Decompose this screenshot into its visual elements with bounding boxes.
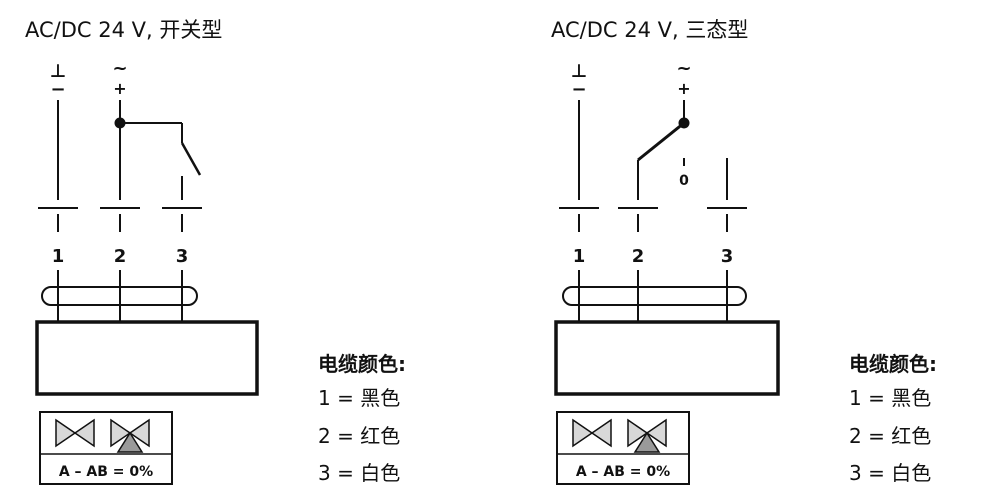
terminal-number: 3: [176, 246, 189, 267]
terminal-number: 2: [632, 246, 645, 267]
two-way-valve-icon: [572, 418, 612, 448]
switch-blade: [180, 142, 202, 176]
flow-label: A – AB = 0%: [59, 464, 153, 480]
left-diagram-title: AC/DC 24 V, 开关型: [25, 18, 223, 42]
minus-symbol: −: [50, 79, 65, 100]
right-legend-item: 1 = 黑色: [849, 386, 932, 410]
right-diagram-title: AC/DC 24 V, 三态型: [551, 18, 749, 42]
right-legend-item: 2 = 红色: [849, 424, 932, 448]
right-wiring-diagram: ⊥ − ~ + 0 1 2 3: [554, 58, 780, 485]
three-way-valve-icon: [627, 418, 667, 453]
two-way-valve-icon: [55, 418, 95, 448]
left-legend-item: 2 = 红色: [318, 424, 401, 448]
zero-position-label: 0: [679, 173, 689, 189]
plus-symbol: +: [113, 79, 126, 98]
valve-symbol-box: [556, 411, 690, 485]
flow-label: A – AB = 0%: [576, 464, 670, 480]
ground-symbol: ⊥: [50, 61, 66, 82]
left-wiring-diagram: ⊥ − ~ + 1 2 3: [35, 58, 259, 485]
ac-symbol: ~: [676, 58, 691, 79]
left-legend-item: 3 = 白色: [318, 461, 401, 485]
right-legend-item: 3 = 白色: [849, 461, 932, 485]
right-legend-title: 电缆颜色:: [849, 352, 937, 376]
left-legend-item: 1 = 黑色: [318, 386, 401, 410]
three-way-valve-icon: [110, 418, 150, 453]
ac-symbol: ~: [112, 58, 127, 79]
actuator-body: [35, 320, 259, 396]
cable-sheath: [41, 286, 198, 306]
terminal-number: 1: [52, 246, 65, 267]
terminal-number: 3: [721, 246, 734, 267]
cable-sheath: [562, 286, 747, 306]
terminal-number: 1: [573, 246, 586, 267]
actuator-body: [554, 320, 780, 396]
terminal-number: 2: [114, 246, 127, 267]
left-legend-title: 电缆颜色:: [318, 352, 406, 376]
valve-symbol-box: [39, 411, 173, 485]
minus-symbol: −: [571, 79, 586, 100]
ground-symbol: ⊥: [571, 61, 587, 82]
switch-blade: [637, 121, 685, 162]
plus-symbol: +: [677, 79, 690, 98]
